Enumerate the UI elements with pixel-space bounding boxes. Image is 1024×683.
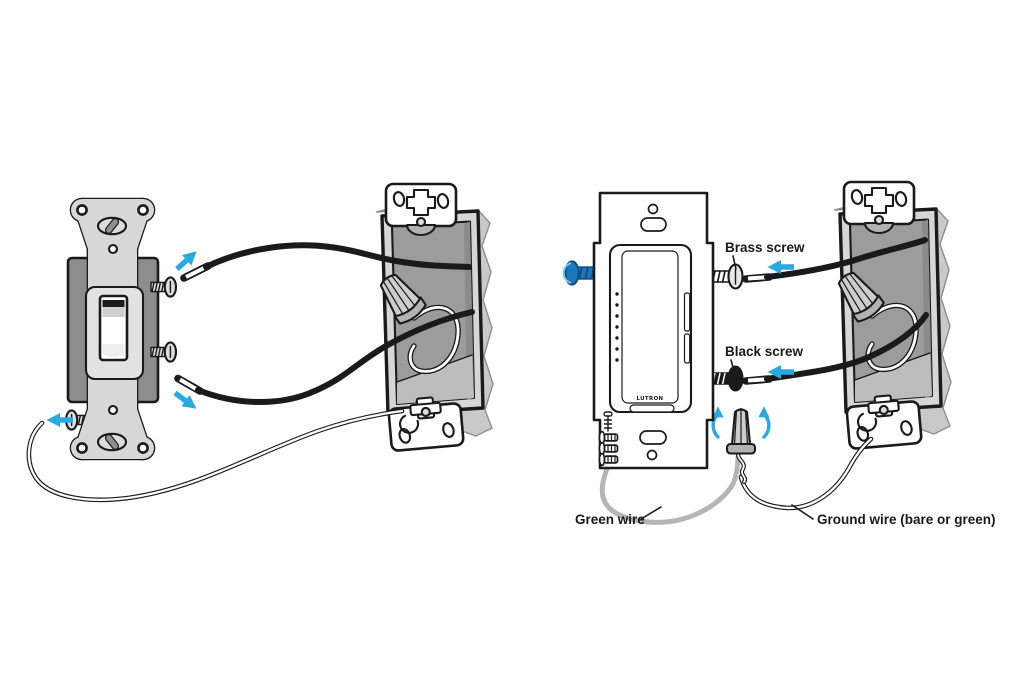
black-wire-to-black-screw bbox=[742, 312, 929, 385]
led-indicator-column bbox=[615, 292, 619, 362]
black-screw bbox=[709, 365, 744, 392]
rotate-arrow-icon bbox=[756, 404, 772, 439]
ground-wire-leader bbox=[791, 504, 814, 520]
mounting-screw-top bbox=[96, 216, 128, 236]
green-wire-leader bbox=[640, 506, 662, 520]
mounting-screw-bottom bbox=[96, 432, 128, 452]
ground-wire-bare bbox=[738, 436, 874, 511]
dimmer-rocker-slider bbox=[683, 292, 691, 364]
dimmer-panel: LUTRON bbox=[562, 182, 996, 527]
toggle-lever bbox=[98, 294, 129, 362]
toggle-switch bbox=[64, 197, 178, 461]
spare-terminal-screws bbox=[598, 411, 619, 467]
black-wire-top bbox=[180, 242, 472, 282]
ground-wire-label: Ground wire (bare or green) bbox=[817, 512, 996, 527]
brass-screw bbox=[709, 263, 744, 290]
old-switch-panel bbox=[26, 184, 493, 503]
black-wire-bottom bbox=[174, 309, 475, 405]
black-wire-to-brass-screw bbox=[742, 237, 928, 283]
green-wire bbox=[599, 454, 741, 525]
green-wire-label: Green wire bbox=[575, 512, 645, 527]
lutron-logo: LUTRON bbox=[637, 396, 664, 402]
dimmer-tap-button bbox=[621, 250, 679, 404]
lutron-dimmer: LUTRON bbox=[592, 191, 715, 470]
wire-nut-icon bbox=[725, 407, 757, 485]
black-screw-label: Black screw bbox=[725, 344, 804, 359]
brass-screw-leader bbox=[732, 255, 737, 270]
black-screw-leader bbox=[730, 359, 735, 372]
brass-screw-label: Brass screw bbox=[725, 240, 805, 255]
wall-box-right bbox=[831, 182, 951, 449]
